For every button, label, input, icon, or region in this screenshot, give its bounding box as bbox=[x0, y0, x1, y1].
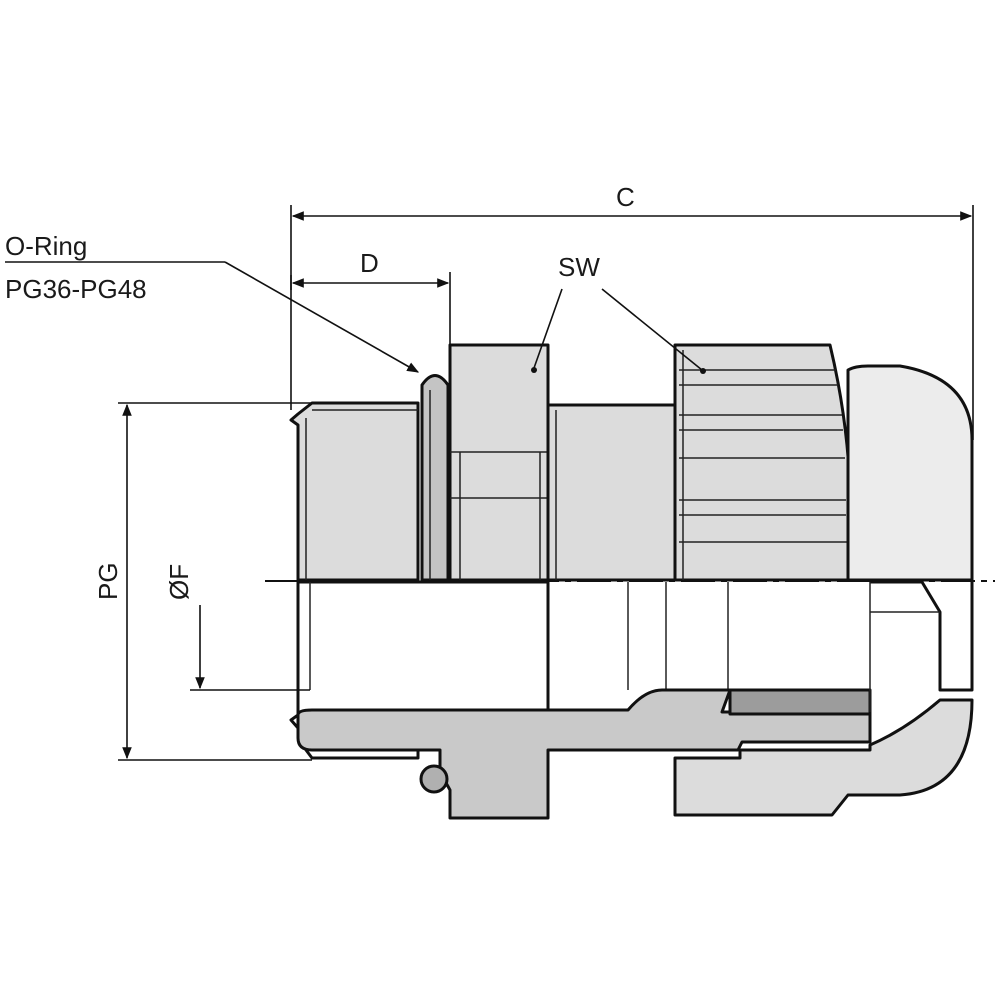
thread-body-upper bbox=[289, 401, 420, 582]
body-neck-upper bbox=[546, 403, 677, 582]
cap-nut-lower bbox=[673, 698, 974, 817]
label-dim-f: ØF bbox=[164, 564, 194, 600]
o-ring-leader bbox=[224, 261, 420, 373]
cap-nut-upper bbox=[673, 343, 853, 582]
sw-leader-1 bbox=[533, 288, 563, 369]
body-hex-upper bbox=[448, 343, 550, 582]
dome-section-lower bbox=[869, 580, 974, 712]
seal-insert-lower bbox=[728, 688, 872, 716]
dome-upper bbox=[846, 364, 974, 582]
body-section-lower bbox=[296, 688, 872, 820]
label-dim-sw: SW bbox=[558, 252, 600, 282]
label-o-ring: O-Ring bbox=[5, 231, 87, 261]
label-dim-d: D bbox=[360, 248, 379, 278]
o-ring-upper bbox=[420, 374, 450, 582]
label-dim-pg: PG bbox=[93, 562, 123, 600]
o-ring-cross-section bbox=[419, 764, 449, 794]
label-dim-c: C bbox=[616, 182, 635, 212]
label-o-ring-range: PG36-PG48 bbox=[5, 274, 147, 304]
sw-leader-2 bbox=[601, 288, 703, 371]
